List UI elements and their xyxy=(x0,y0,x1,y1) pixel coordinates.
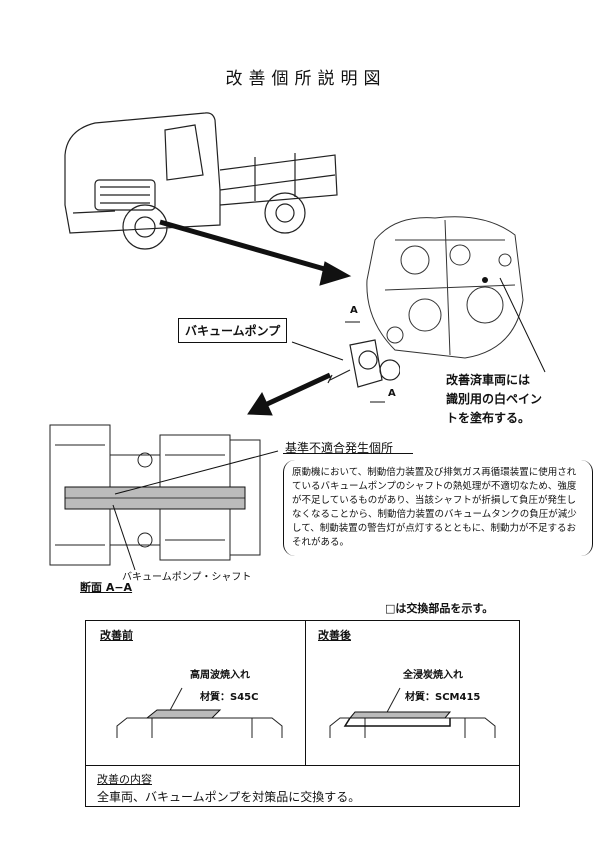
truck-illustration xyxy=(64,112,338,250)
page-title: 改善個所説明図 xyxy=(225,69,387,89)
comparison-table xyxy=(85,620,520,807)
improvement-heading: 改善の内容 xyxy=(97,773,152,786)
comparison-divider xyxy=(305,620,306,765)
before-shaft-drawing xyxy=(116,687,283,738)
cross-section-drawing xyxy=(49,424,261,566)
explanation-box: 原動機において、制動倍力装置及び排気ガス再循環装置に使用されているバキュームポン… xyxy=(283,460,593,556)
before-heading: 改善前 xyxy=(100,629,133,642)
shaft-label: バキュームポンプ・シャフト xyxy=(122,572,252,583)
defect-location-label: 基準不適合発生個所 xyxy=(285,441,394,455)
explanation-text: 原動機において、制動倍力装置及び排気ガス再循環装置に使用されているバキュームポン… xyxy=(292,467,577,548)
before-material: 材質：S45C xyxy=(200,692,259,703)
vacuum-pump-label: バキュームポンプ xyxy=(178,318,288,343)
after-shaft-drawing xyxy=(329,687,496,738)
white-paint-note: 改善済車両には 識別用の白ペイン トを塗布する。 xyxy=(446,371,542,428)
vacuum-pump-part xyxy=(327,339,400,388)
white-paint-line2: 識別用の白ペイン xyxy=(446,392,543,406)
defect-underline xyxy=(283,453,413,454)
after-process: 全浸炭焼入れ xyxy=(403,670,463,681)
legend-note: □は交換部品を示す。 xyxy=(385,602,494,615)
engine-illustration xyxy=(366,216,524,359)
white-paint-line1: 改善済車両には xyxy=(446,373,531,387)
improvement-text: 全車両、バキュームポンプを対策品に交換する。 xyxy=(97,790,361,804)
section-title: 断面 A−A xyxy=(80,581,133,594)
comparison-bottom-rule xyxy=(85,765,519,766)
white-paint-line3: トを塗布する。 xyxy=(446,411,531,425)
before-process: 高周波焼入れ xyxy=(190,670,250,681)
after-material: 材質：SCM415 xyxy=(405,692,481,703)
section-mark-bottom: A xyxy=(388,388,396,399)
after-heading: 改善後 xyxy=(318,629,351,642)
section-mark-top: A xyxy=(350,305,358,316)
